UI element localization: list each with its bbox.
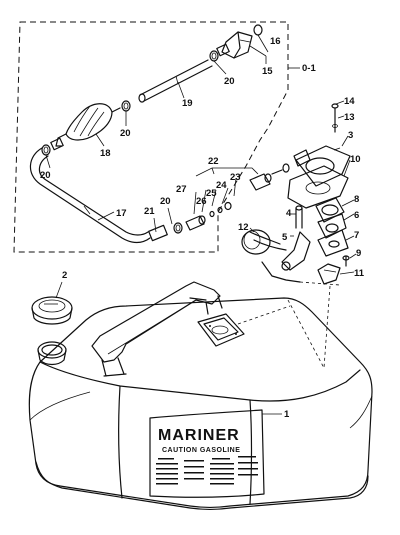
callout-27: 27 bbox=[176, 184, 187, 195]
callout-26: 26 bbox=[196, 196, 207, 207]
callout-16: 16 bbox=[270, 36, 281, 47]
callout-24: 24 bbox=[216, 180, 227, 191]
fuel-cap bbox=[31, 296, 73, 325]
callout-18: 18 bbox=[100, 148, 111, 159]
callout-numbers: 16 15 20 19 20 18 20 17 21 20 27 26 25 2… bbox=[40, 36, 365, 420]
primer-bulb bbox=[50, 103, 121, 151]
float bbox=[241, 229, 301, 283]
callout-20: 20 bbox=[40, 170, 51, 181]
filler-neck bbox=[37, 341, 67, 366]
callout-14: 14 bbox=[344, 96, 355, 107]
fitting-opening-plate bbox=[197, 313, 245, 347]
leader-gauge-vertical bbox=[323, 285, 331, 369]
clamp bbox=[41, 144, 51, 156]
elbow-fitting bbox=[281, 231, 311, 271]
engine-end-connector bbox=[249, 163, 290, 191]
callout-23: 23 bbox=[230, 172, 241, 183]
callout-9: 9 bbox=[356, 248, 361, 259]
callout-22: 22 bbox=[208, 156, 219, 167]
callout-21: 21 bbox=[144, 206, 155, 217]
screw bbox=[331, 103, 339, 133]
callout-10: 10 bbox=[350, 154, 361, 165]
tank-handle bbox=[91, 281, 223, 377]
kit-boundary bbox=[13, 21, 289, 253]
callout-20: 20 bbox=[224, 76, 235, 87]
callout-25: 25 bbox=[206, 188, 217, 199]
decal-fine-print bbox=[156, 456, 258, 485]
callout-11: 11 bbox=[354, 268, 365, 279]
callout-3: 3 bbox=[348, 130, 353, 141]
leader-lines bbox=[45, 34, 357, 415]
fuel-tank bbox=[28, 297, 373, 511]
leader-float-to-tank bbox=[287, 299, 325, 369]
callout-6: 6 bbox=[354, 210, 359, 221]
callout-2: 2 bbox=[62, 270, 67, 281]
hose-upper bbox=[138, 59, 213, 103]
gauge-housing bbox=[315, 197, 347, 239]
kit-bracket-label: 0-1 bbox=[302, 63, 316, 74]
clamp bbox=[209, 50, 219, 62]
callout-1: 1 bbox=[284, 409, 290, 420]
pickup-tube bbox=[295, 205, 303, 229]
clamp bbox=[121, 100, 131, 112]
callout-20: 20 bbox=[160, 196, 171, 207]
fuel-gauge-cover bbox=[293, 145, 351, 187]
tank-brand-text: MARINER bbox=[158, 427, 240, 444]
callout-15: 15 bbox=[262, 66, 273, 77]
callout-20: 20 bbox=[120, 128, 131, 139]
tank-decal: MARINER CAUTION GASOLINE bbox=[149, 409, 265, 498]
callout-19: 19 bbox=[182, 98, 193, 109]
gasket bbox=[287, 165, 349, 209]
leader-gauge-to-tank bbox=[299, 281, 341, 286]
filter-screen bbox=[249, 231, 287, 251]
gauge-body bbox=[317, 229, 349, 257]
callout-12: 12 bbox=[238, 222, 249, 233]
callout-7: 7 bbox=[354, 230, 359, 241]
tank-caution-text: CAUTION GASOLINE bbox=[162, 447, 240, 454]
leader-fitting-opening bbox=[237, 305, 291, 325]
hose-lower bbox=[29, 147, 151, 244]
connector-body bbox=[148, 201, 232, 242]
callout-13: 13 bbox=[344, 112, 355, 123]
callout-17: 17 bbox=[116, 208, 127, 219]
callout-8: 8 bbox=[354, 194, 359, 205]
small-screw bbox=[342, 255, 350, 267]
callout-5: 5 bbox=[282, 232, 288, 243]
callout-4: 4 bbox=[286, 208, 292, 219]
tank-end-connector bbox=[216, 24, 263, 59]
gauge-pointer bbox=[317, 263, 341, 285]
